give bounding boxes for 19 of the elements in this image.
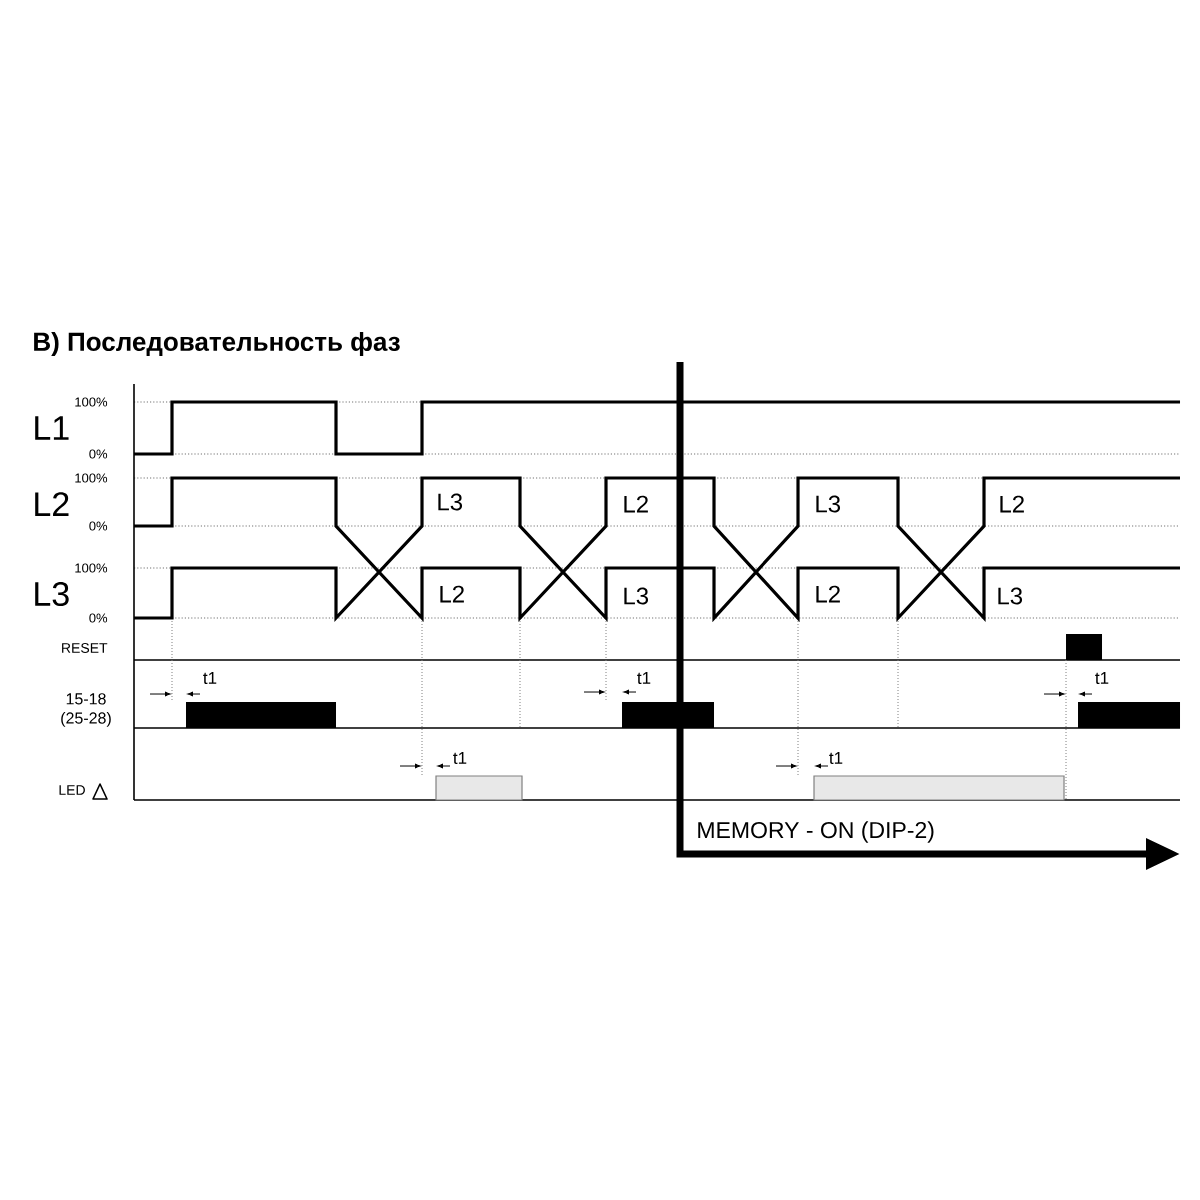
phase-label: L2 (440, 585, 464, 603)
phase-label: L3 (624, 587, 649, 605)
time-label: t1 (637, 672, 651, 684)
phase-label: L3 (998, 587, 1023, 605)
time-label: t1 (829, 752, 843, 764)
time-label: t1 (203, 672, 217, 684)
channel-label: L3 (35, 581, 69, 607)
time-label: t1 (1095, 672, 1109, 684)
title: В) Последовательность фаз (34, 331, 400, 357)
phase-label: L2 (624, 495, 648, 513)
signal-label: 15-18 (25-28) (61, 693, 111, 727)
time-label: t1 (453, 752, 467, 764)
phase-label: L2 (816, 585, 840, 603)
channel-label: L1 (35, 416, 69, 440)
phase-label: L3 (816, 495, 841, 513)
phase-label: L3 (438, 493, 463, 511)
mode-label: MEMORY - ON (DIP-2) (698, 821, 934, 843)
channel-label: L2 (35, 492, 69, 516)
phase-label: L2 (1000, 495, 1024, 513)
